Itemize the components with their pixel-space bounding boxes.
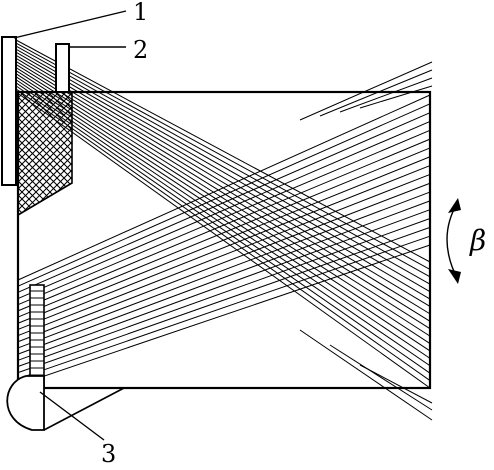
ascending-line-group xyxy=(17,61,433,386)
descending-line-outer xyxy=(299,329,433,421)
ascending-line xyxy=(17,182,431,343)
hatch-line xyxy=(18,92,60,215)
hatch-line xyxy=(18,92,72,215)
comb-block xyxy=(29,284,45,389)
hatch-line xyxy=(83,92,213,222)
hatch-line xyxy=(19,92,72,215)
ascending-line xyxy=(17,235,431,380)
descending-line xyxy=(15,73,431,344)
ascending-line xyxy=(17,147,431,318)
arc-arrowhead-top xyxy=(448,198,461,213)
hatch-line xyxy=(18,92,72,215)
ascending-line xyxy=(17,209,431,361)
ascending-line xyxy=(17,200,431,355)
hatch-line xyxy=(18,92,72,215)
ascending-line xyxy=(17,129,431,306)
part2-plate xyxy=(55,43,70,93)
descending-line xyxy=(15,76,431,352)
ascending-line xyxy=(17,138,431,312)
descending-line-outer xyxy=(359,364,433,404)
arc-arrowhead-bottom xyxy=(448,269,461,284)
descending-line xyxy=(15,54,431,300)
ascending-line xyxy=(17,218,431,367)
descending-line xyxy=(15,39,431,263)
label-part2: 2 xyxy=(133,36,148,64)
hatch-line xyxy=(90,92,220,222)
hatch-line xyxy=(18,92,72,215)
leader-line-1 xyxy=(13,10,127,39)
bottom-wedge xyxy=(43,387,125,431)
ascending-line-outer xyxy=(299,61,433,121)
hatch-line xyxy=(18,92,72,215)
hatch-line xyxy=(83,92,213,222)
ascending-line xyxy=(17,112,431,293)
ascending-line-outer xyxy=(359,85,433,109)
hatch-line xyxy=(18,92,72,215)
hatch-line xyxy=(18,92,46,215)
hatch-line xyxy=(18,92,72,215)
hatch-line xyxy=(18,92,72,215)
hatch-line xyxy=(18,92,72,215)
hatch-line xyxy=(18,92,53,215)
ascending-line xyxy=(17,173,431,337)
hatch-line xyxy=(18,92,72,215)
descending-line xyxy=(15,45,431,278)
descending-line xyxy=(15,64,431,322)
ascending-line xyxy=(17,94,431,281)
beta-angle-arc xyxy=(446,198,461,284)
descending-line xyxy=(15,85,431,374)
ascending-line xyxy=(17,165,431,330)
main-frame xyxy=(16,90,432,390)
hatch-line xyxy=(33,92,72,215)
hatch-line xyxy=(18,92,72,215)
hatch-line xyxy=(40,92,72,215)
descending-line xyxy=(15,79,431,359)
label-part1: 1 xyxy=(133,0,148,26)
descending-line xyxy=(15,67,431,330)
hatch-line xyxy=(18,92,46,215)
hatch-line xyxy=(18,92,53,215)
label-part3: 3 xyxy=(101,440,116,465)
descending-line xyxy=(15,82,431,367)
hatch-line xyxy=(18,92,67,215)
ascending-line xyxy=(17,226,431,374)
hatch-line xyxy=(47,92,72,215)
bottom-lobe xyxy=(6,375,45,431)
leader-line-3 xyxy=(39,391,105,441)
hatch-line xyxy=(26,92,72,215)
descending-line xyxy=(15,88,431,381)
ascending-line-outer xyxy=(319,69,433,117)
descending-line xyxy=(15,57,431,307)
part1-plate xyxy=(1,36,17,186)
descending-line xyxy=(15,42,431,270)
descending-line xyxy=(15,48,431,285)
descending-line-group xyxy=(15,39,433,421)
hatch-line xyxy=(18,92,72,215)
label-beta: β xyxy=(469,224,486,257)
ascending-line-outer xyxy=(339,77,433,113)
ascending-line xyxy=(17,103,431,287)
ascending-line xyxy=(17,244,431,386)
hatch-line xyxy=(90,92,220,222)
ascending-line xyxy=(17,156,431,324)
ascending-line xyxy=(17,121,431,299)
descending-line-outer xyxy=(329,344,433,411)
hatch-line xyxy=(18,92,60,215)
ascending-line xyxy=(17,191,431,349)
